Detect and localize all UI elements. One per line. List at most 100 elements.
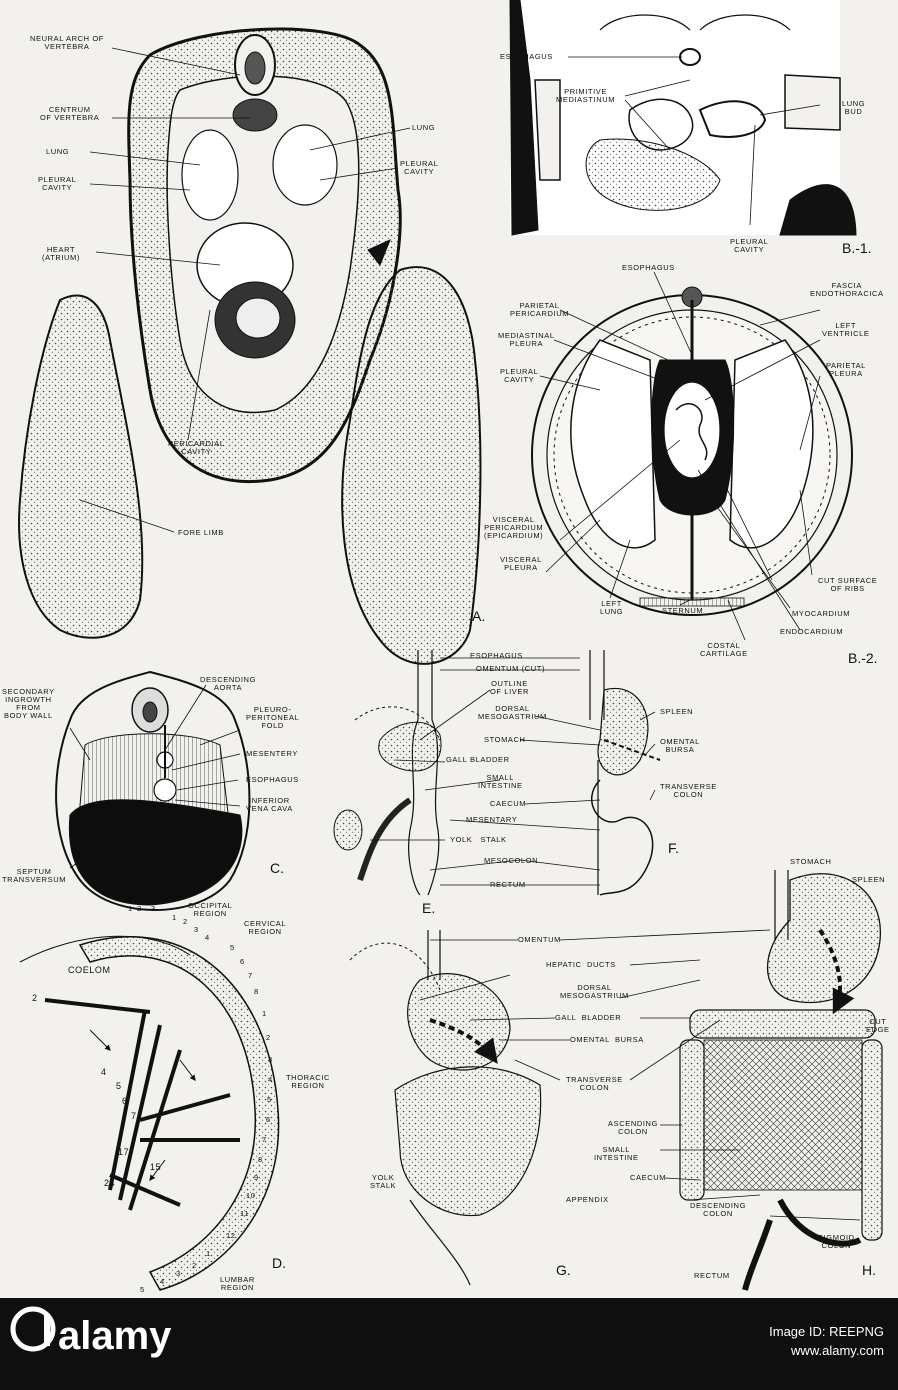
d-inner-number: 6 bbox=[122, 1096, 128, 1106]
d-lumbar-number: 3 bbox=[176, 1269, 181, 1278]
label-cut-edge: CUT EDGE bbox=[866, 1017, 890, 1034]
label-b1-pleural-cavity: PLEURAL CAVITY bbox=[730, 237, 769, 254]
d-cervical-number: 5 bbox=[230, 943, 235, 952]
label-gh-omentum: OMENTUM bbox=[518, 935, 561, 944]
label-coelom: COELOM bbox=[68, 965, 111, 975]
d-inner-number: 15 bbox=[150, 1162, 162, 1172]
label-left-ventricle: LEFT VENTRICLE bbox=[822, 321, 870, 338]
section-b1-drawing bbox=[509, 0, 857, 236]
d-thoracic-number: 11 bbox=[240, 1209, 249, 1218]
label-pleural-cavity-left: PLEURAL CAVITY bbox=[38, 175, 77, 192]
label-neural-arch: NEURAL ARCH OF VERTEBRA bbox=[30, 34, 104, 51]
label-cut-surface-of-ribs: CUT SURFACE OF RIBS bbox=[818, 576, 878, 593]
label-occipital-region: OCCIPITAL REGION bbox=[188, 901, 233, 918]
label-ef-transverse-colon: TRANSVERSE COLON bbox=[660, 782, 717, 799]
d-inner-number: 17 bbox=[118, 1147, 130, 1157]
label-inferior-vena-cava: INFERIOR VENA CAVA bbox=[246, 796, 293, 813]
label-ef-yolk-stalk: YOLK STALK bbox=[450, 835, 507, 844]
d-occipital-number: 1 bbox=[128, 904, 133, 913]
d-cervical-number: 6 bbox=[240, 957, 245, 966]
label-pleural-cavity-right: PLEURAL CAVITY bbox=[400, 159, 439, 176]
label-ef-rectum: RECTUM bbox=[490, 880, 526, 889]
label-ef-stomach: STOMACH bbox=[484, 735, 526, 744]
d-thoracic-number: 7 bbox=[262, 1135, 267, 1144]
d-occipital-number: 3 bbox=[194, 925, 199, 934]
label-outline-of-liver: OUTLINE OF LIVER bbox=[490, 679, 529, 696]
d-cervical-number: 8 bbox=[254, 987, 259, 996]
section-gh-leaders bbox=[419, 929, 861, 1221]
label-hepatic-ducts: HEPATIC DUCTS bbox=[546, 960, 616, 969]
d-thoracic-number: 12 bbox=[226, 1231, 236, 1240]
label-lung-right: LUNG bbox=[412, 123, 436, 132]
label-gh-caecum: CAECUM bbox=[630, 1173, 667, 1182]
section-b2-leaders bbox=[539, 271, 821, 641]
d-cervical-number: 7 bbox=[248, 971, 253, 980]
label-gh-rectum: RECTUM bbox=[694, 1271, 730, 1280]
label-fore-limb: FORE LIMB bbox=[178, 528, 224, 537]
panel-label-b1: B.-1. bbox=[842, 240, 872, 256]
section-ef-leaders bbox=[370, 657, 656, 886]
d-occipital-number: 1 bbox=[172, 913, 177, 922]
d-inner-number: 5 bbox=[116, 1081, 122, 1091]
d-occipital-number: 2 bbox=[183, 917, 188, 926]
label-pericardial-cavity: PERICARDIAL CAVITY bbox=[168, 439, 225, 456]
label-descending-aorta: DESCENDING AORTA bbox=[200, 675, 257, 692]
label-sigmoid-colon: SIGMOID COLON bbox=[818, 1233, 855, 1250]
label-ef-spleen: SPLEEN bbox=[660, 707, 694, 716]
label-descending-colon: DESCENDING COLON bbox=[690, 1201, 747, 1218]
section-d-drawing bbox=[19, 935, 280, 1291]
label-ef-esophagus: ESOPHAGUS bbox=[470, 651, 523, 660]
label-left-lung: LEFT LUNG bbox=[600, 599, 624, 616]
section-a-leaders bbox=[79, 47, 411, 533]
label-ef-dorsal-mesogastrium: DORSAL MESOGASTRIUM bbox=[478, 704, 547, 721]
section-gh-drawing bbox=[349, 870, 883, 1291]
d-lumbar-number: 5 bbox=[140, 1285, 145, 1294]
d-occipital-number: 3 bbox=[151, 904, 156, 913]
stock-footer-bar: alamy Image ID: REEPNG www.alamy.com bbox=[0, 1298, 898, 1390]
label-centrum: CENTRUM OF VERTEBRA bbox=[40, 105, 100, 122]
label-sternum: STERNUM bbox=[662, 606, 704, 615]
panel-label-f: F. bbox=[668, 840, 679, 856]
section-c-leaders bbox=[69, 684, 241, 869]
label-b2-pleural-cavity: PLEURAL CAVITY bbox=[500, 367, 539, 384]
label-lumbar-region: LUMBAR REGION bbox=[220, 1275, 255, 1292]
label-septum-transversum: SEPTUM TRANSVERSUM bbox=[2, 867, 67, 884]
panel-label-h: H. bbox=[862, 1262, 876, 1278]
label-b2-esophagus: ESOPHAGUS bbox=[622, 263, 675, 272]
label-appendix: APPENDIX bbox=[566, 1195, 609, 1204]
label-gh-transverse-colon: TRANSVERSE COLON bbox=[566, 1075, 623, 1092]
label-lung-left: LUNG bbox=[46, 147, 70, 156]
d-thoracic-number: 1 bbox=[262, 1009, 267, 1018]
d-thoracic-number: 10 bbox=[246, 1191, 256, 1200]
anatomy-plate: A. B.-1. B.-2. C. D. E. F. G. H. NEURAL … bbox=[0, 0, 898, 1298]
alamy-logo-icon bbox=[10, 1306, 56, 1352]
label-visceral-pericardium: VISCERAL PERICARDIUM (EPICARDIUM) bbox=[484, 515, 544, 540]
section-b2-drawing bbox=[531, 286, 853, 616]
section-ef-drawing bbox=[333, 650, 661, 896]
site-url-text: www.alamy.com bbox=[791, 1343, 884, 1358]
d-thoracic-number: 5 bbox=[267, 1095, 272, 1104]
d-occipital-number: 4 bbox=[205, 933, 210, 942]
d-lumbar-number: 2 bbox=[192, 1261, 197, 1270]
label-ef-omental-bursa: OMENTAL BURSA bbox=[660, 737, 700, 754]
label-c-esophagus: ESOPHAGUS bbox=[246, 775, 299, 784]
d-thoracic-number: 6 bbox=[266, 1115, 271, 1124]
d-inner-number: 2 bbox=[32, 993, 38, 1003]
panel-label-a: A. bbox=[472, 608, 486, 624]
section-b1-leaders bbox=[568, 56, 821, 226]
d-thoracic-number: 4 bbox=[268, 1075, 273, 1084]
label-gh-small-intestine: SMALL INTESTINE bbox=[594, 1145, 639, 1162]
label-mediastinal-pleura: MEDIASTINAL PLEURA bbox=[498, 331, 555, 348]
d-inner-number: 4 bbox=[101, 1067, 107, 1077]
d-thoracic-number: 8 bbox=[258, 1155, 263, 1164]
stock-image-id: Image ID: REEPNG www.alamy.com bbox=[769, 1322, 884, 1360]
label-gh-stomach: STOMACH bbox=[790, 857, 832, 866]
label-ascending-colon: ASCENDING COLON bbox=[608, 1119, 658, 1136]
d-inner-number: 24 bbox=[104, 1178, 116, 1188]
label-omentum-cut: OMENTUM (CUT) bbox=[476, 664, 546, 673]
label-ef-gall-bladder: GALL BLADDER bbox=[446, 755, 510, 764]
label-parietal-pleura: PARIETAL PLEURA bbox=[826, 361, 866, 378]
label-fascia-endothoracica: FASCIA ENDOTHORACICA bbox=[810, 281, 884, 298]
label-myocardium: MYOCARDIUM bbox=[792, 609, 851, 618]
d-thoracic-number: 3 bbox=[268, 1055, 273, 1064]
